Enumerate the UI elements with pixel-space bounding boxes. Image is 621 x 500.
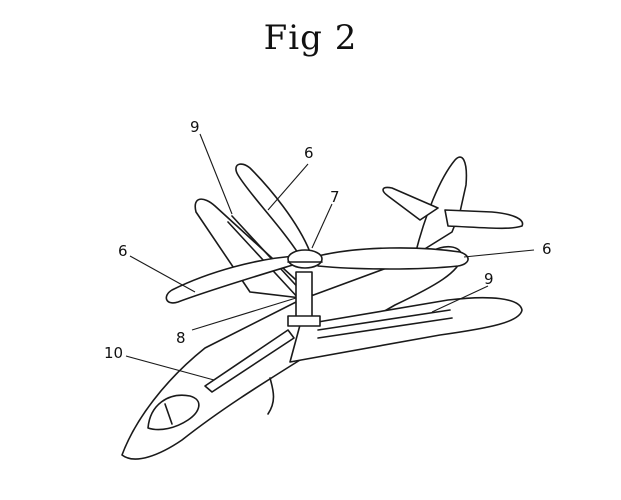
leader-10 xyxy=(125,355,215,381)
callout-10: 10 xyxy=(104,344,123,362)
rotor-hub xyxy=(287,249,323,269)
cockpit-frame xyxy=(164,403,173,425)
vertical-tail-fin xyxy=(414,156,468,256)
figure-title: Fig 2 xyxy=(263,18,358,58)
horizontal-stabilizer-right xyxy=(444,209,524,230)
leader-6-top xyxy=(267,163,309,211)
rotor-blade-upper xyxy=(235,163,311,257)
callout-6-right: 6 xyxy=(542,240,552,258)
callout-9-top: 9 xyxy=(190,118,200,136)
callout-9-right: 9 xyxy=(484,270,494,288)
fuselage-belly-line xyxy=(267,377,275,415)
callout-6-top: 6 xyxy=(304,144,314,162)
rotor-blade-right xyxy=(317,247,469,270)
horizontal-stabilizer-left xyxy=(382,186,439,221)
fuselage-slot xyxy=(204,329,295,393)
leader-9-right xyxy=(431,285,489,313)
rotor-mast xyxy=(295,271,313,319)
right-wing-slot xyxy=(317,309,453,339)
leader-6-left xyxy=(129,255,196,293)
mast-base xyxy=(287,315,321,327)
callout-6-left: 6 xyxy=(118,242,128,260)
leader-8 xyxy=(191,297,297,331)
callout-8: 8 xyxy=(176,329,186,347)
callout-7: 7 xyxy=(330,188,340,206)
leader-7 xyxy=(311,203,333,249)
leader-6-right xyxy=(463,249,535,258)
rotor-blade-left xyxy=(165,255,299,304)
cockpit-canopy xyxy=(147,394,200,431)
leader-9-top xyxy=(199,133,233,215)
right-wing xyxy=(289,296,523,363)
